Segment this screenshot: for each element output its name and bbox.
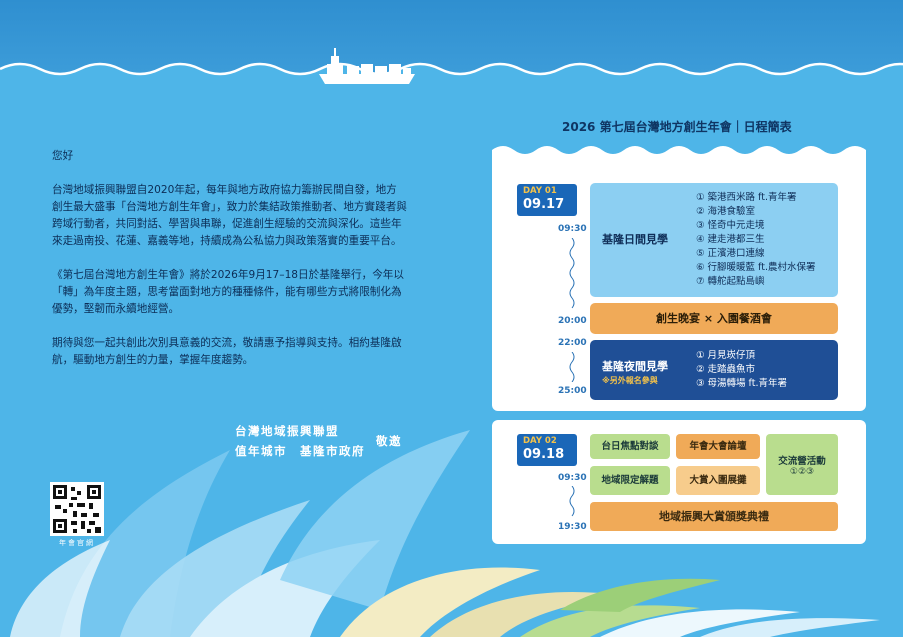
list-item: ④ 建走港都三生	[696, 234, 765, 245]
card-wave-top	[492, 146, 866, 158]
sea-surface	[0, 62, 903, 115]
dinner-label: 創生晚宴 × 入園餐酒會	[656, 312, 772, 325]
session-exchange-camp[interactable]: 交流營活動 ①②③	[766, 434, 838, 495]
list-item: ② 走踏蟲魚市	[696, 364, 756, 375]
list-item: ⑦ 轉舵起點島嶼	[696, 276, 765, 287]
exchange-camp-label: 交流營活動	[778, 456, 826, 467]
list-item: ① 月見崁仔頂	[696, 350, 756, 361]
qr-code[interactable]	[50, 482, 104, 536]
night-tour-label: 基隆夜間見學	[602, 360, 668, 373]
greeting: 您好	[52, 150, 74, 162]
signature-word: 敬邀	[376, 434, 402, 448]
timeline-squiggle-2	[569, 352, 575, 382]
day-tour-items: ① 築港西米路 ft.青年署 ② 海港食驗室 ③ 怪奇中元走境 ④ 建走港都三生…	[696, 191, 815, 289]
qr-code-icon	[53, 485, 101, 533]
letter-paragraph-3: 期待與您一起共創此次別具意義的交流，敬請惠予指導與支持。相約基隆啟航，驅動地方創…	[52, 337, 402, 366]
timeline-squiggle	[569, 238, 575, 309]
session-finalist-booths[interactable]: 大賞入圍展攤	[676, 466, 760, 495]
session-local-challenge[interactable]: 地域限定解題	[590, 466, 670, 495]
day2-date: 09.18 Fri	[523, 447, 565, 475]
day1-time-dinner: 20:00	[558, 316, 587, 326]
list-item: ① 築港西米路 ft.青年署	[696, 192, 797, 203]
day1-time-night-start: 22:00	[558, 338, 587, 348]
night-tour-note: ※另外報名參與	[602, 376, 658, 385]
day-tour-block[interactable]: 基隆日間見學 ① 築港西米路 ft.青年署 ② 海港食驗室 ③ 怪奇中元走境 ④…	[590, 183, 838, 297]
splash-decoration	[10, 430, 880, 637]
day-tour-label: 基隆日間見學	[602, 233, 668, 246]
letter-paragraph-1: 台灣地域振興聯盟自2020年起，每年與地方政府協力籌辦民間自發，地方創生最大盛事…	[52, 184, 407, 247]
day2-tag: DAY 02 09.18 Fri	[517, 434, 577, 475]
session-forum[interactable]: 年會大會論壇	[676, 434, 760, 459]
ship-icon	[319, 48, 415, 84]
day1-time-night-end: 25:00	[558, 386, 587, 396]
list-item: ③ 母湯轉場 ft.青年署	[696, 378, 787, 389]
day2-card: DAY 02 09.18 Fri 09:30 19:30 台日焦點對談 年會大會…	[492, 420, 866, 544]
invitation-letter: 您好 台灣地域振興聯盟自2020年起，每年與地方政府協力籌辦民間自發，地方創生最…	[52, 148, 407, 386]
list-item: ② 海港食驗室	[696, 206, 756, 217]
day1-card: DAY 01 09.17 Thu 09:30 20:00 22:00 25:00…	[492, 156, 866, 411]
signature-city: 值年城市 基隆市政府	[235, 444, 365, 458]
day1-tag: DAY 01 09.17 Thu	[517, 184, 577, 225]
list-item: ⑥ 行腳暖暖藍 ft.農村水保署	[696, 262, 816, 273]
day2-time-end: 19:30	[558, 522, 587, 532]
night-tour-block[interactable]: 基隆夜間見學 ※另外報名參與 ① 月見崁仔頂 ② 走踏蟲魚市 ③ 母湯轉場 ft…	[590, 340, 838, 400]
exchange-camp-numbers: ①②③	[789, 467, 815, 477]
schedule-title: 2026 第七屆台灣地方創生年會｜日程簡表	[562, 120, 792, 134]
session-taiwan-japan[interactable]: 台日焦點對談	[590, 434, 670, 459]
list-item: ⑤ 正濱港口連線	[696, 248, 765, 259]
signature-org: 台灣地域振興聯盟	[235, 424, 339, 438]
night-tour-items: ① 月見崁仔頂 ② 走踏蟲魚市 ③ 母湯轉場 ft.青年署	[696, 349, 787, 391]
timeline-squiggle-3	[569, 486, 575, 517]
dinner-block[interactable]: 創生晚宴 × 入園餐酒會	[590, 303, 838, 334]
award-ceremony[interactable]: 地域振興大賞頒獎典禮	[590, 502, 838, 531]
letter-paragraph-2: 《第七屆台灣地方創生年會》將於2026年9月17–18日於基隆舉行，今年以「轉」…	[52, 269, 404, 315]
day2-label: DAY 02	[523, 436, 557, 446]
day2-time-start: 09:30	[558, 473, 587, 483]
day1-time-start: 09:30	[558, 224, 587, 234]
day1-date: 09.17 Thu	[523, 197, 565, 225]
day1-label: DAY 01	[523, 186, 557, 196]
list-item: ③ 怪奇中元走境	[696, 220, 765, 231]
qr-caption: 年會官網	[59, 539, 95, 547]
